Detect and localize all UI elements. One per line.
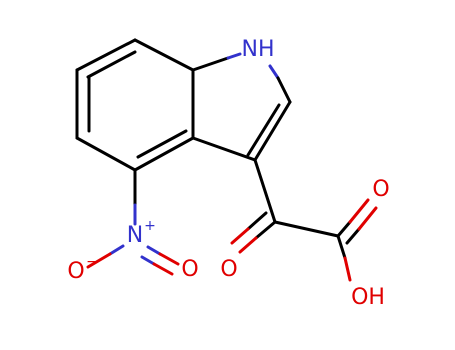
- pyrrole-ring: [191, 52, 292, 162]
- bond-n-oright-blue: [146, 245, 162, 256]
- nitro-group: [86, 168, 180, 276]
- bond-c5-c4: [75, 136, 137, 172]
- bond-c7-c6: [75, 38, 137, 72]
- bond-n-oright-red: [158, 252, 180, 266]
- bond-n1-c2: [276, 76, 292, 104]
- atom-label-nitro-o-right: O: [181, 257, 198, 282]
- atom-label-indole-nh: NH: [242, 37, 275, 62]
- bond-c2-c3: [253, 100, 292, 162]
- atom-label-acid-oh: OH: [351, 285, 385, 310]
- bond-cb-oh-red: [343, 256, 352, 282]
- bond-n-oright-blue-double: [140, 255, 156, 266]
- bond-n1-c2-n-part: [268, 64, 280, 80]
- bond-n-oleft-red: [86, 252, 112, 269]
- charge-label-nitro-o-left: −: [86, 254, 98, 270]
- benzene-ring: [75, 38, 195, 172]
- bond-c4-c3a-inner: [136, 129, 188, 159]
- bond-cb-oh-black: [336, 234, 347, 260]
- bond-c7a-n1: [191, 56, 230, 72]
- atom-label-nitro-o-left: O: [67, 259, 84, 284]
- bond-cb-oacid-black: [336, 220, 352, 238]
- bond-cb-oacid-black-double: [345, 227, 361, 245]
- bond-c3-ca: [253, 158, 277, 224]
- charge-label-nitro-n: +: [144, 218, 156, 234]
- bond-cb-oacid-red: [348, 198, 370, 224]
- bond-cb-oacid-red-double: [357, 206, 378, 231]
- atom-label-nitro-n: N: [127, 223, 143, 248]
- bond-c4-c3a: [133, 136, 195, 172]
- bond-ca-ok-red-double: [230, 227, 250, 245]
- bond-c7-c6-inner: [86, 50, 137, 79]
- atom-label-keto-o: O: [220, 257, 237, 282]
- bond-c7a-n1-n-part: [226, 52, 242, 60]
- bond-c3-c3a: [191, 136, 257, 162]
- bond-ca-ok-red: [238, 236, 258, 254]
- atom-label-acid-o: O: [372, 177, 389, 202]
- glyoxylic-acid-chain: [230, 158, 378, 282]
- bond-ca-ok-black: [254, 220, 277, 240]
- bond-c2-c3-inner: [246, 103, 281, 157]
- bond-ca-ok-black-double: [246, 211, 268, 231]
- bond-n-oright-red-double: [152, 262, 174, 276]
- bond-ca-cb: [273, 220, 340, 238]
- bond-n-oleft-blue: [108, 244, 125, 256]
- bond-c7a-c7: [133, 38, 195, 72]
